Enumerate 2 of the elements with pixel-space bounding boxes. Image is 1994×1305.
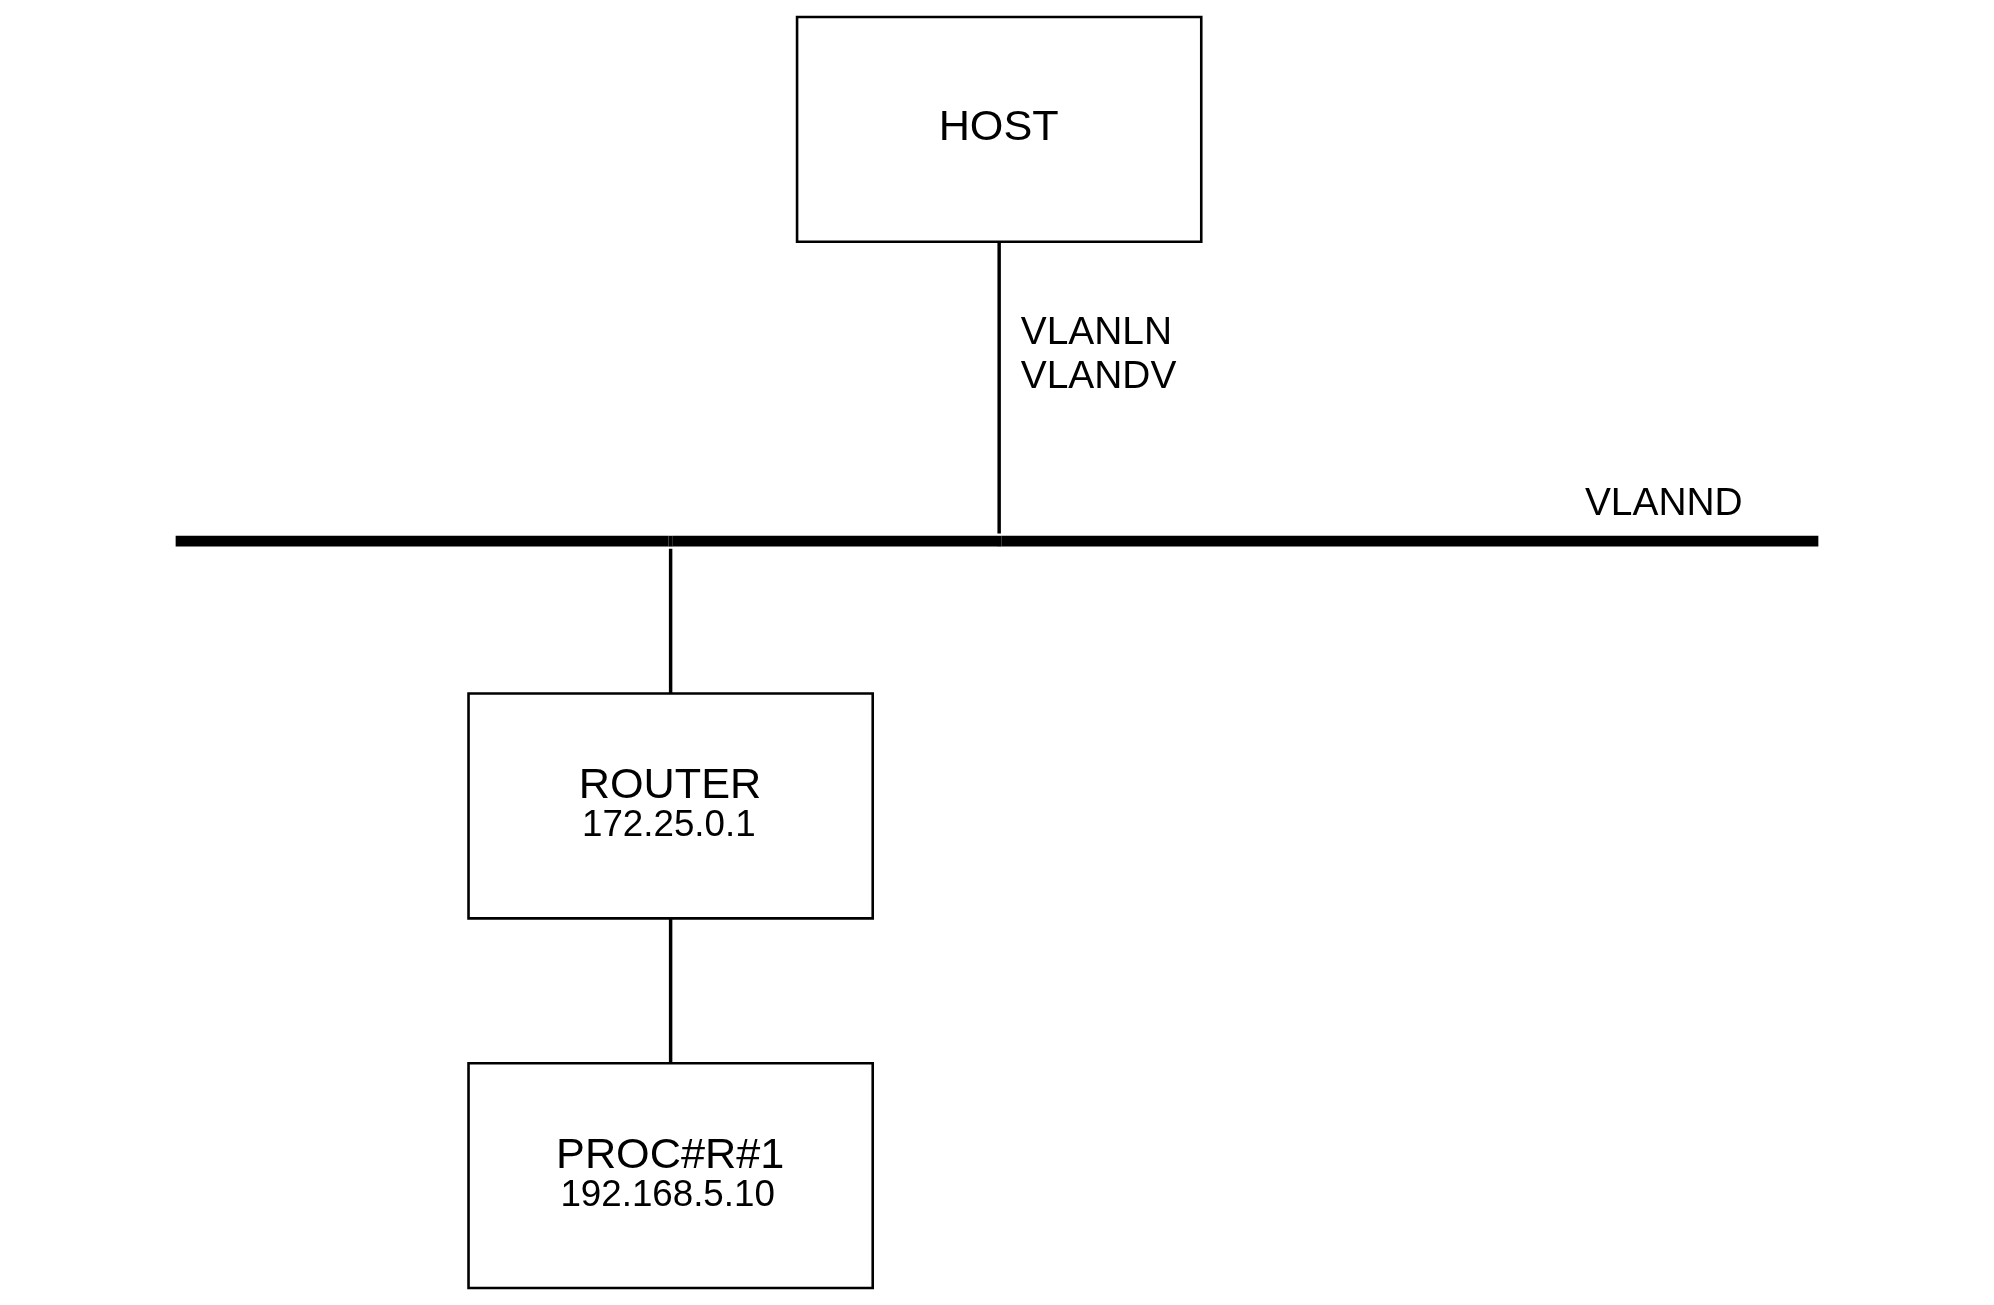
edge-label: VLANLN VLANDV [1020,309,1177,396]
node-label: VLANND [1584,480,1743,524]
